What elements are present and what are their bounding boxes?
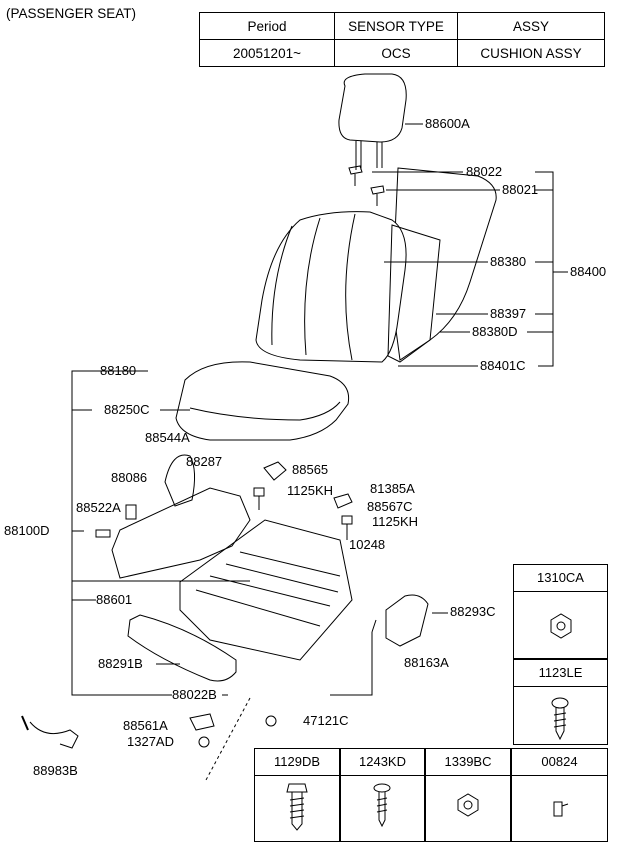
period-header: Period bbox=[199, 12, 335, 40]
part-81385A-label: 81385A bbox=[370, 481, 415, 496]
assy-header: ASSY bbox=[457, 12, 605, 40]
assy-value: CUSHION ASSY bbox=[457, 39, 605, 67]
screw-icon bbox=[373, 783, 391, 828]
part-88163A-label: 88163A bbox=[404, 655, 449, 670]
back-frame-part bbox=[387, 224, 441, 363]
part-88601-label: 88601 bbox=[96, 592, 133, 607]
fastener-box-1243KD: 1243KD bbox=[340, 748, 425, 842]
fastener-box-1339BC: 1339BC bbox=[425, 748, 511, 842]
front-trim-part bbox=[127, 614, 237, 682]
part-88293C-label: 88293C bbox=[450, 604, 496, 619]
part-88287-label: 88287 bbox=[186, 454, 223, 469]
part-88565-label: 88565 bbox=[292, 462, 329, 477]
cushion-cover-part bbox=[175, 361, 350, 441]
fastener-box-00824: 00824 bbox=[511, 748, 608, 842]
period-value: 20051201~ bbox=[199, 39, 335, 67]
part-88600A-label: 88600A bbox=[425, 116, 470, 131]
seat-back-cover-part bbox=[255, 211, 407, 363]
fastener-code: 1339BC bbox=[426, 749, 510, 776]
back-pad-part bbox=[391, 167, 497, 361]
flange-nut-icon bbox=[550, 613, 572, 639]
part-88397-label: 88397 bbox=[490, 306, 527, 321]
headrest-part bbox=[338, 73, 407, 143]
part-88983B-label: 88983B bbox=[33, 763, 78, 778]
sensor-type-header: SENSOR TYPE bbox=[334, 12, 458, 40]
cushion-frame-part bbox=[179, 519, 353, 661]
sensor-type-value: OCS bbox=[334, 39, 458, 67]
part-88022-label: 88022 bbox=[466, 164, 503, 179]
part-88400-label: 88400 bbox=[570, 264, 607, 279]
part-88180-label: 88180 bbox=[100, 363, 137, 378]
tapping-screw-icon bbox=[551, 697, 569, 741]
inner-shield-part bbox=[385, 594, 429, 647]
part-1327AD-label: 1327AD bbox=[127, 734, 174, 749]
recliner-part bbox=[164, 454, 196, 507]
part-88021-label: 88021 bbox=[502, 182, 539, 197]
fastener-box-1310CA: 1310CA bbox=[513, 564, 608, 659]
nut-icon bbox=[457, 793, 479, 817]
part-88380-label: 88380 bbox=[490, 254, 527, 269]
pin-icon bbox=[553, 801, 569, 817]
part-47121C-label: 47121C bbox=[303, 713, 349, 728]
part-1125KH-label-upper: 1125KH bbox=[287, 483, 334, 498]
part-88291B-label: 88291B bbox=[98, 656, 143, 671]
hex-bolt-icon bbox=[286, 783, 308, 831]
part-88086-label: 88086 bbox=[111, 470, 148, 485]
part-88401C-label: 88401C bbox=[480, 358, 526, 373]
part-88561A-label: 88561A bbox=[123, 718, 168, 733]
diagram-header: (PASSENGER SEAT) bbox=[6, 6, 137, 21]
part-88522A-label: 88522A bbox=[76, 500, 121, 515]
side-shield-part bbox=[111, 487, 251, 579]
part-88250C-label: 88250C bbox=[104, 402, 150, 417]
part-88544A-label: 88544A bbox=[145, 430, 190, 445]
fastener-box-1129DB: 1129DB bbox=[254, 748, 340, 842]
headrest-guide-lock-part bbox=[370, 185, 385, 206]
fastener-code: 00824 bbox=[512, 749, 607, 776]
fastener-code: 1310CA bbox=[514, 565, 607, 592]
period-table: Period SENSOR TYPE ASSY 20051201~ OCS CU… bbox=[199, 12, 605, 67]
fastener-box-1123LE: 1123LE bbox=[513, 659, 608, 745]
headrest-guide-part bbox=[348, 165, 363, 186]
part-88100D-label: 88100D bbox=[4, 523, 50, 538]
part-88380D-label: 88380D bbox=[472, 324, 518, 339]
part-10248-label: 10248 bbox=[349, 537, 386, 552]
part-88022B-label: 88022B bbox=[172, 687, 217, 702]
part-1125KH-label-lower: 1125KH bbox=[372, 514, 419, 529]
fastener-code: 1129DB bbox=[255, 749, 339, 776]
part-88567C-label: 88567C bbox=[367, 499, 413, 514]
fastener-code: 1243KD bbox=[341, 749, 424, 776]
fastener-code: 1123LE bbox=[514, 660, 607, 687]
